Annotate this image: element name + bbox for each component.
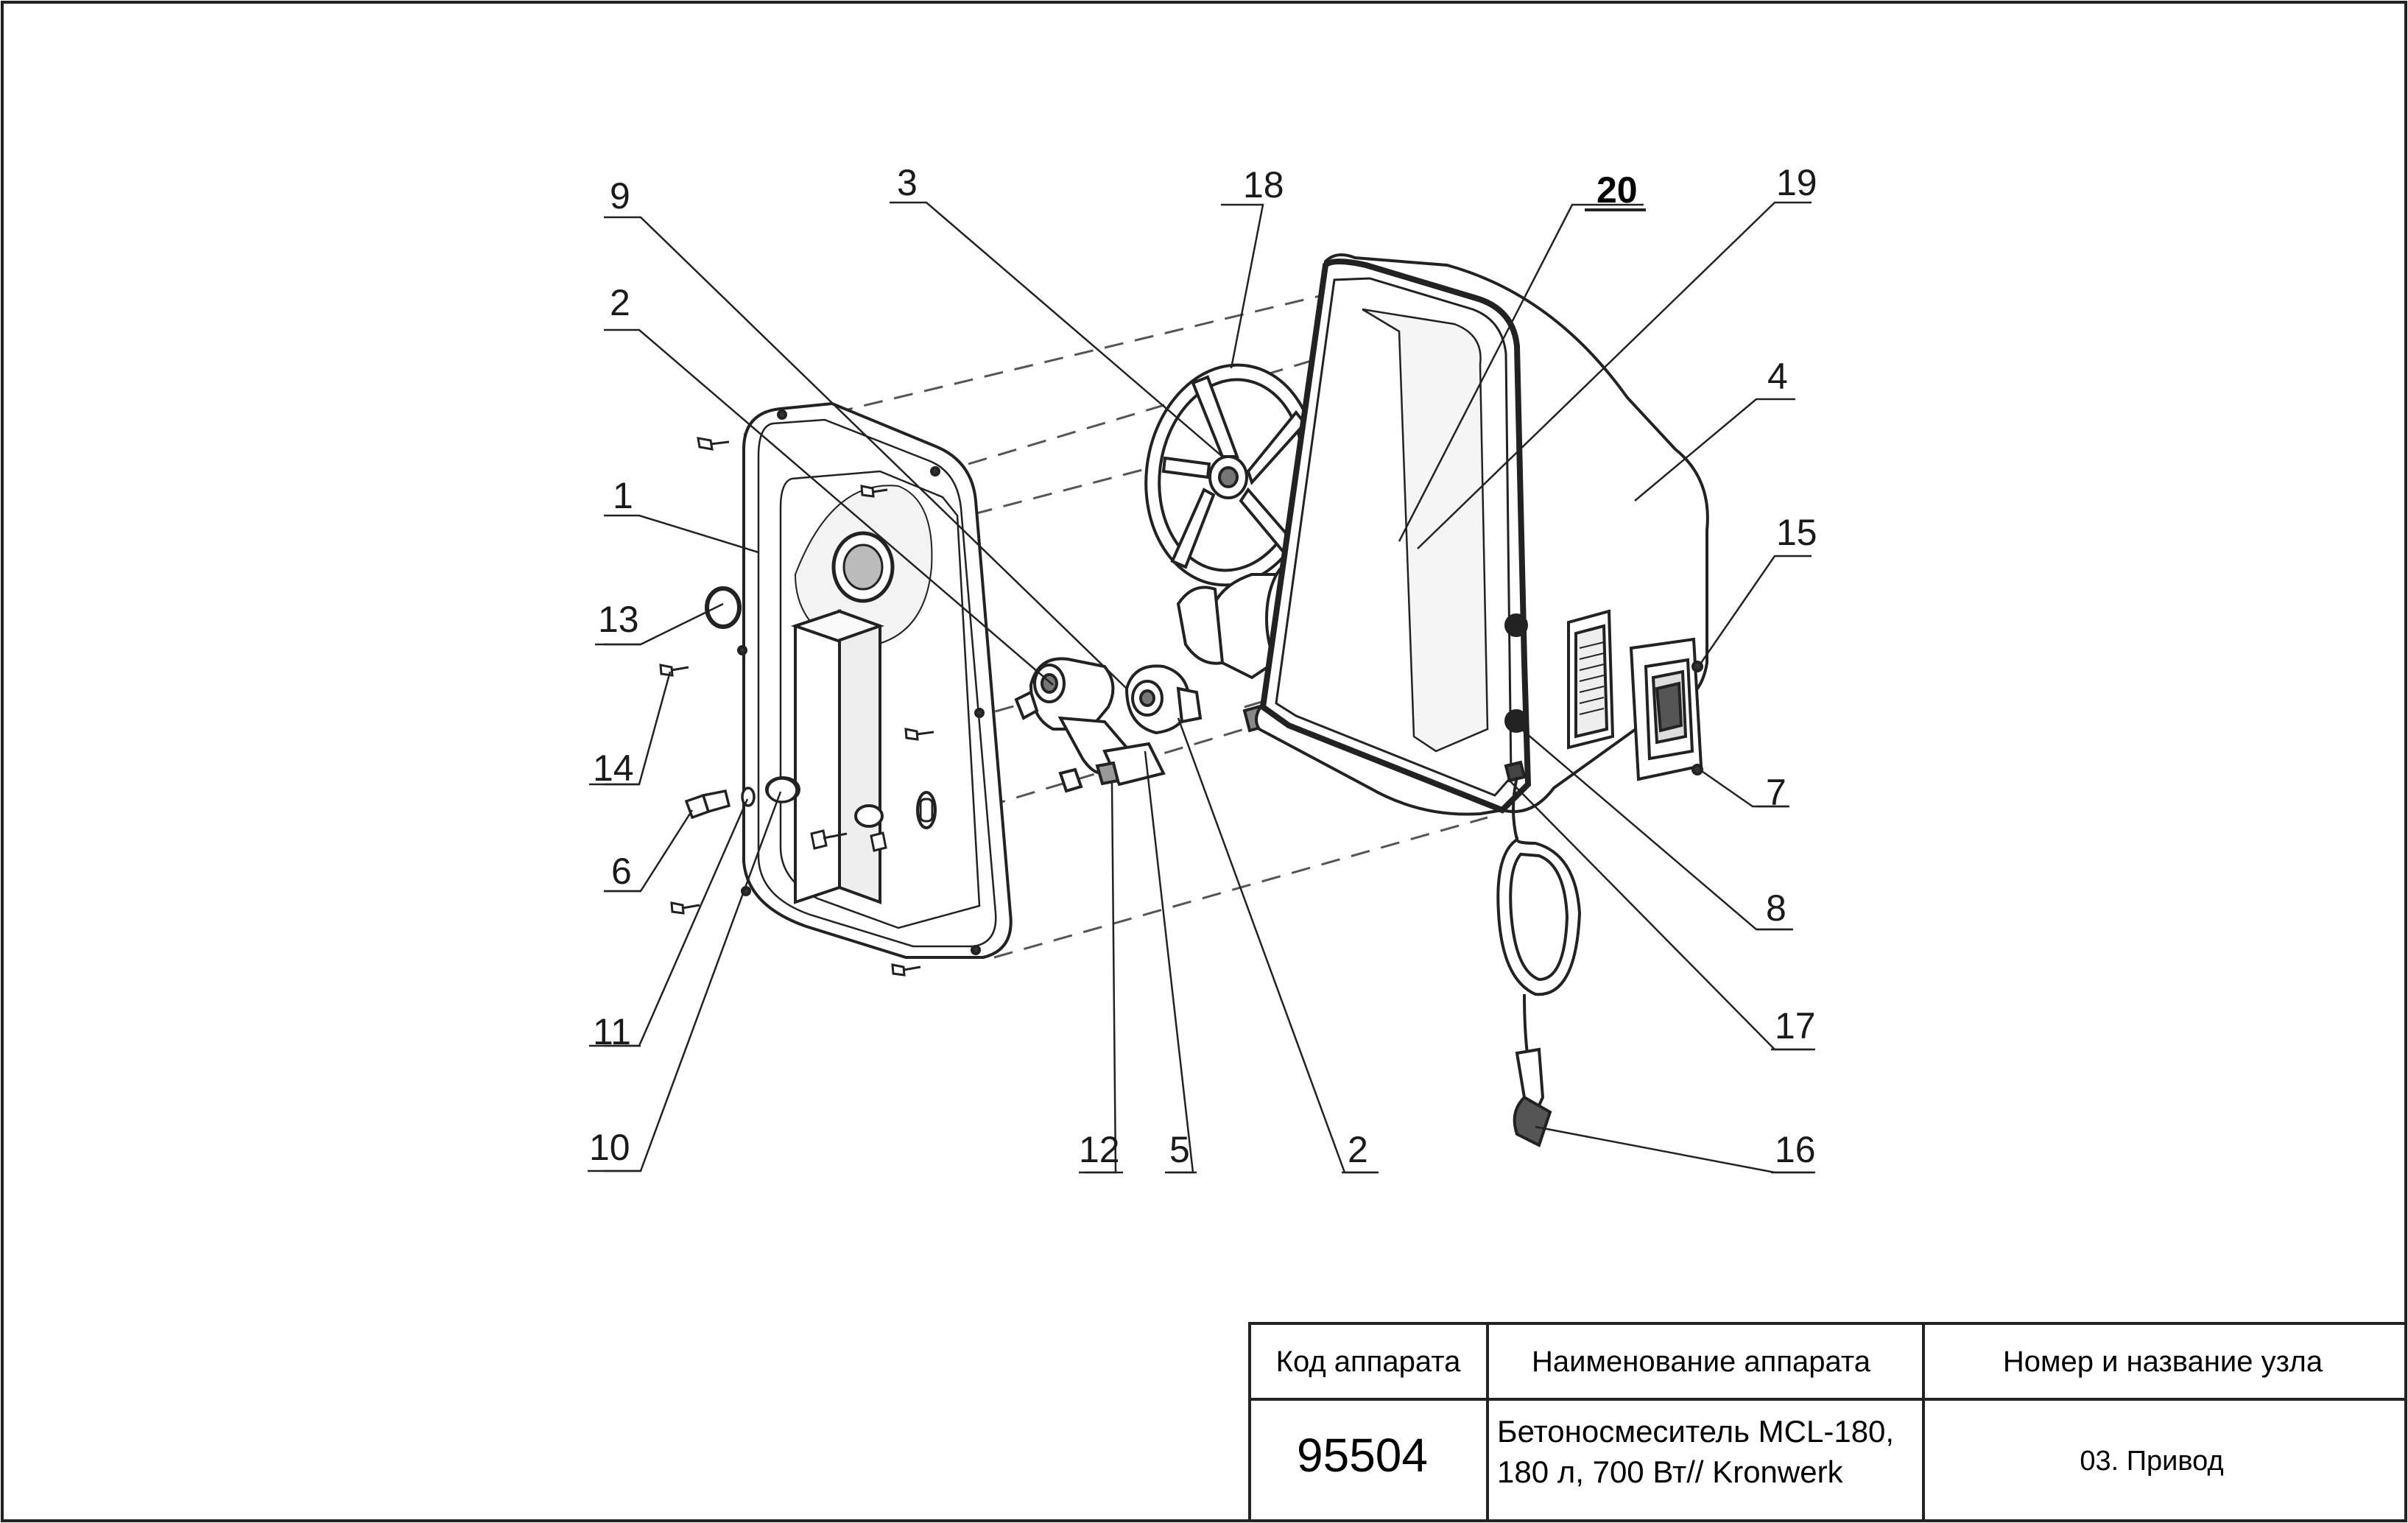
callout-2-lower: 2 <box>1348 1129 1368 1170</box>
bearing-bracket-assembly <box>1014 657 1203 793</box>
header-unit: Номер и название узла <box>2003 1346 2323 1378</box>
header-code: Код аппарата <box>1276 1346 1461 1378</box>
callout-20: 20 <box>1596 169 1638 211</box>
apparatus-code: 95504 <box>1297 1429 1428 1482</box>
callout-8: 8 <box>1766 887 1786 929</box>
title-block-frame <box>1248 1322 2407 1522</box>
callout-3: 3 <box>897 162 918 203</box>
rear-cover-plate <box>737 401 1013 959</box>
callout-12: 12 <box>1079 1129 1120 1170</box>
callout-15: 15 <box>1776 512 1817 553</box>
unit-number-name: 03. Привод <box>2080 1446 2223 1477</box>
callout-13: 13 <box>598 599 639 640</box>
retaining-ring <box>705 586 742 629</box>
apparatus-name-line2: 180 л, 700 Вт// Kronwerk <box>1497 1455 1844 1489</box>
callout-underlines <box>588 208 1815 1174</box>
power-cord-and-plug <box>1496 776 1582 1147</box>
callout-10: 10 <box>589 1127 630 1168</box>
title-block: Код аппарата Наименование аппарата Номер… <box>1248 1322 2407 1522</box>
callout-14: 14 <box>593 748 634 789</box>
callout-17: 17 <box>1775 1005 1816 1047</box>
callout-2-upper: 2 <box>610 282 630 323</box>
apparatus-name-line1: Бетоносмеситель MCL-180, <box>1497 1414 1894 1449</box>
callout-labels: 9 3 18 20 19 2 4 1 15 13 14 7 6 8 17 11 … <box>589 162 1817 1170</box>
callout-19: 19 <box>1776 162 1817 203</box>
callout-5: 5 <box>1169 1129 1190 1170</box>
header-name: Наименование аппарата <box>1532 1346 1871 1378</box>
callout-16: 16 <box>1775 1129 1816 1170</box>
callout-1: 1 <box>613 475 633 516</box>
drive-housing <box>1255 253 1709 816</box>
callout-6: 6 <box>611 851 632 892</box>
callout-9: 9 <box>610 175 630 217</box>
pulley-and-belt <box>1144 363 1318 680</box>
callout-18: 18 <box>1243 164 1284 205</box>
callout-4: 4 <box>1767 356 1788 397</box>
